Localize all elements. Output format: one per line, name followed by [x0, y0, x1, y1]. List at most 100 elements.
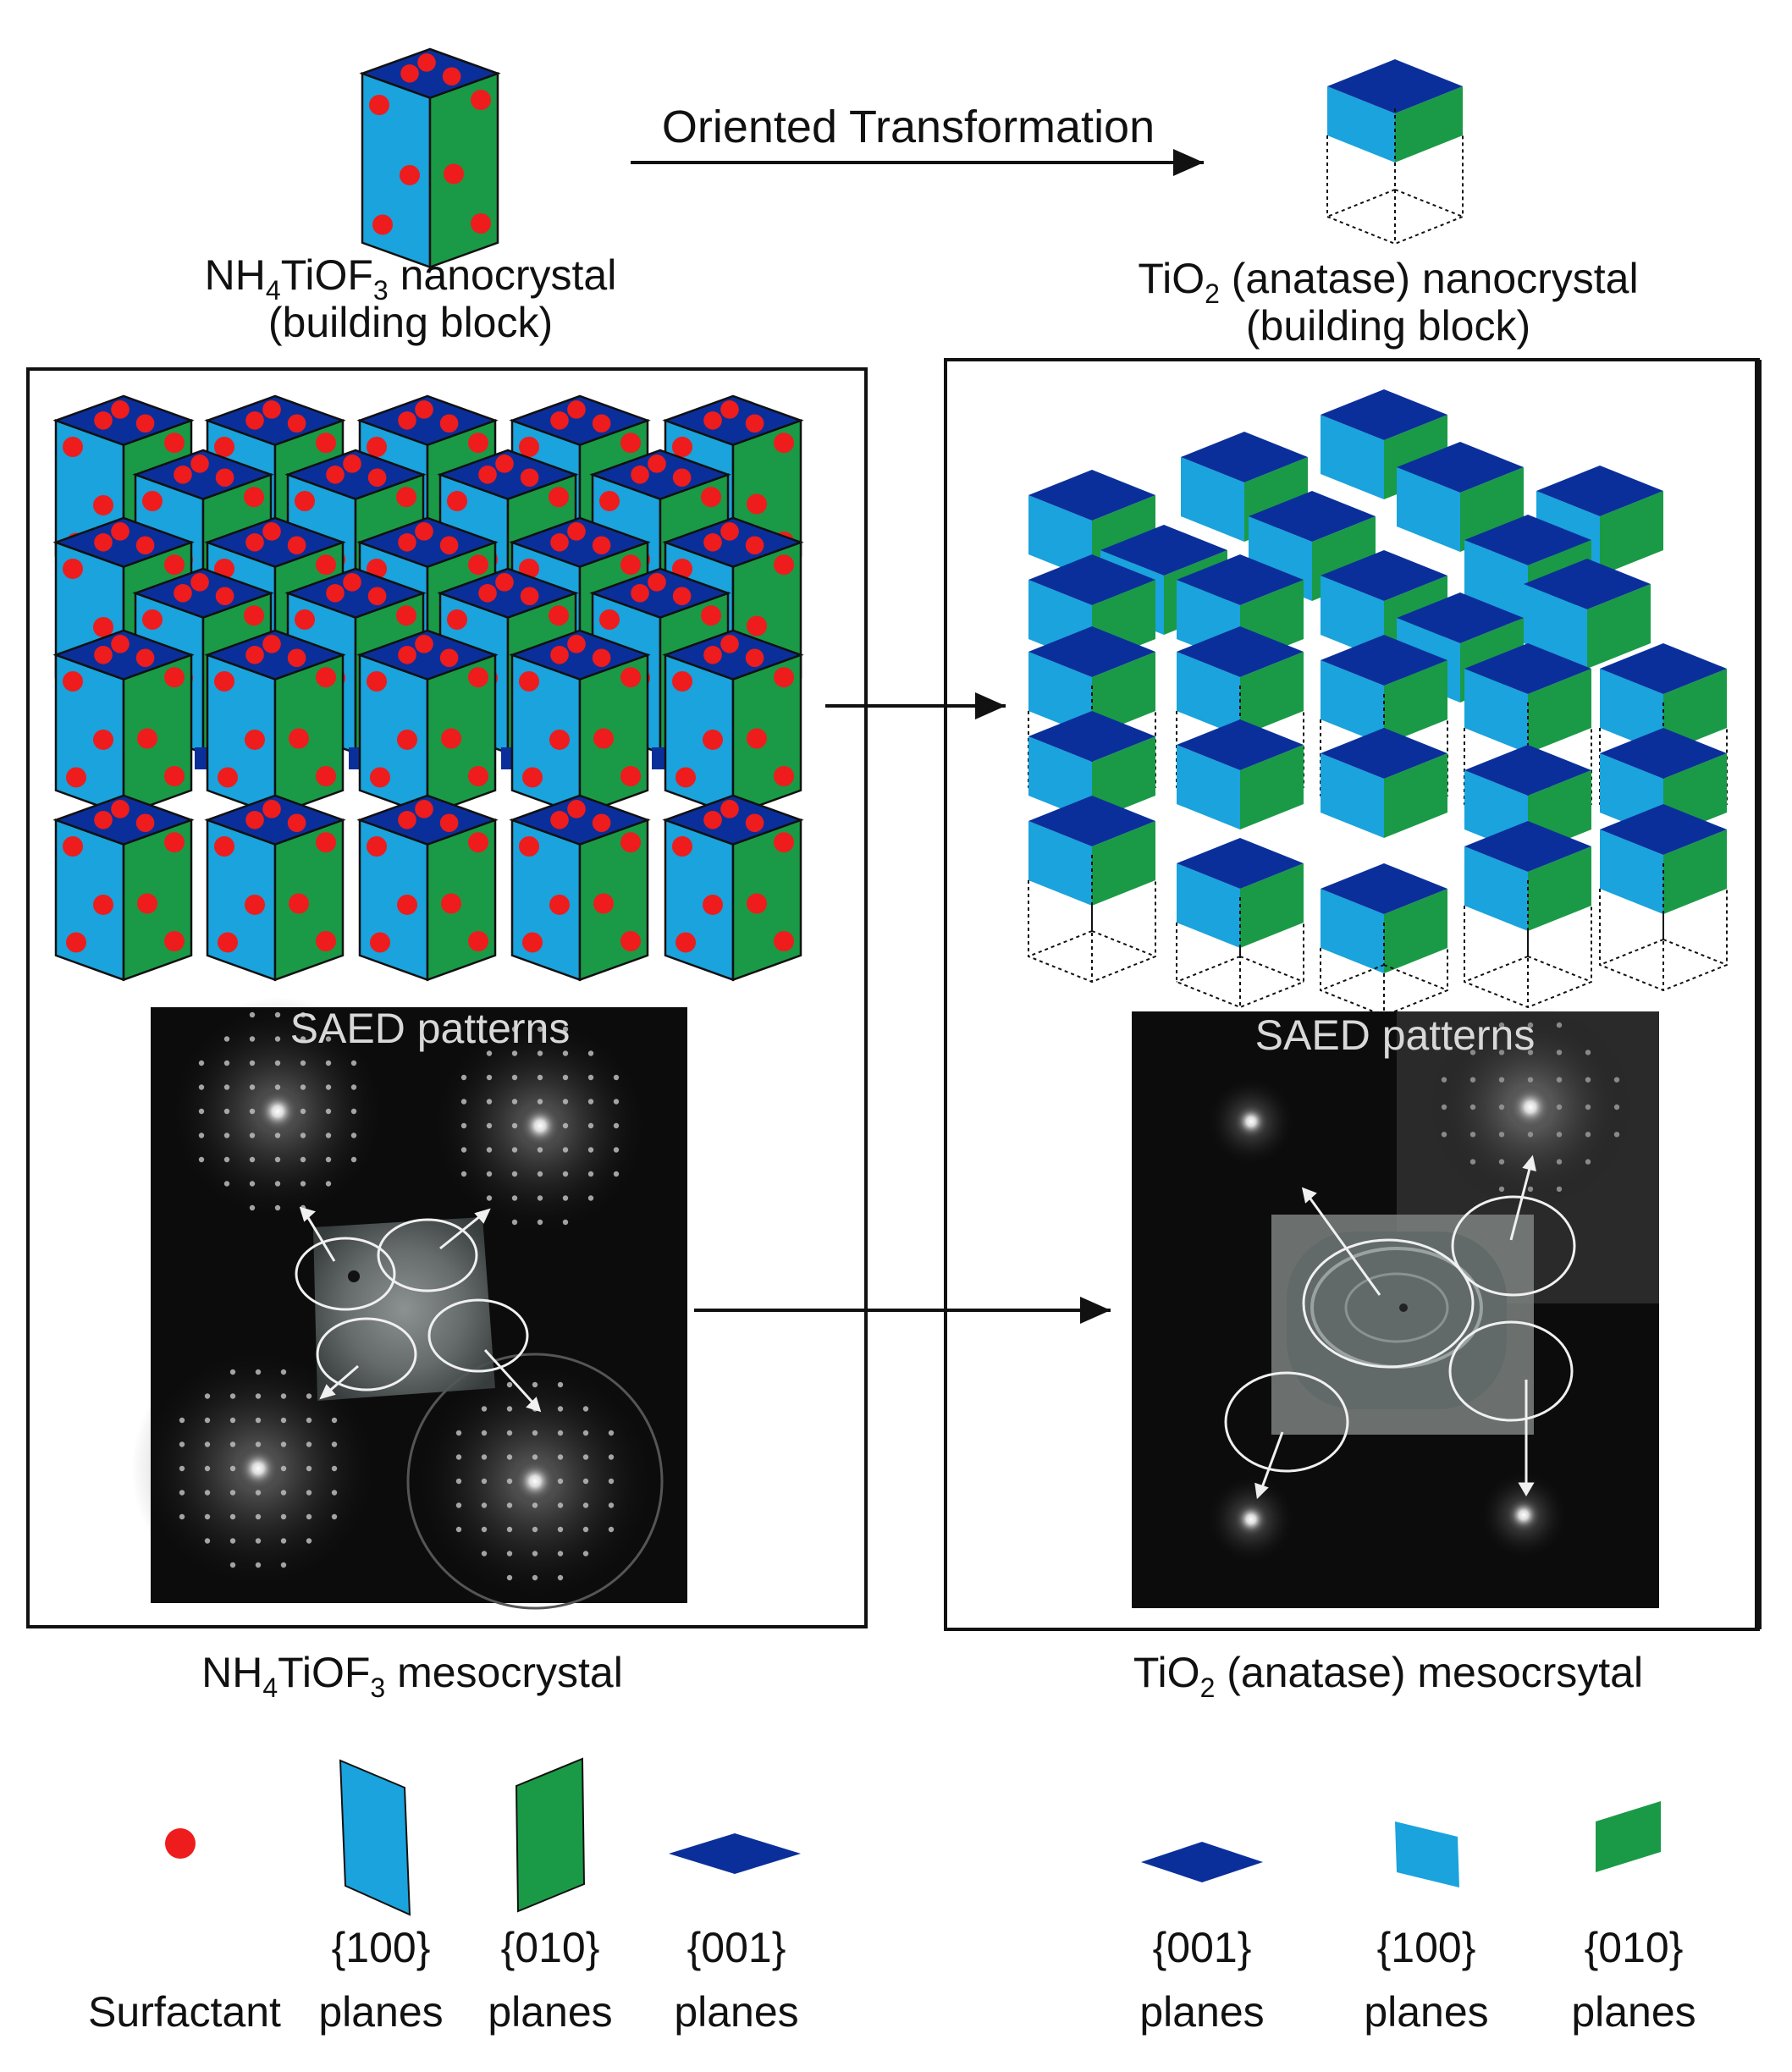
surfactant-dot	[567, 522, 586, 541]
diffraction-spot	[229, 1393, 236, 1399]
diffraction-spot	[1441, 1077, 1447, 1083]
face-001	[1028, 796, 1155, 846]
face-010	[1395, 86, 1463, 163]
surfactant-dot	[63, 437, 83, 457]
diffraction-spot	[306, 1417, 312, 1424]
diffraction-spot	[280, 1465, 287, 1472]
face-001	[52, 394, 195, 446]
diffraction-spot	[1469, 1050, 1476, 1055]
face-001	[1464, 745, 1591, 796]
diffraction-spot	[204, 1465, 211, 1472]
legend-010-planes-label: planes	[488, 1988, 612, 2036]
face-010	[1384, 660, 1447, 745]
diffraction-spot	[506, 1551, 513, 1557]
diffraction-spot	[255, 1393, 262, 1399]
tio2-building-block-caption: (building block)	[1246, 302, 1530, 350]
surfactant-dot	[519, 437, 539, 457]
diffraction-spot	[198, 1156, 205, 1163]
surfactant-dot	[522, 767, 543, 788]
diffraction-spot	[1585, 1159, 1591, 1165]
face-001	[1327, 59, 1463, 113]
surfactant-dot	[93, 494, 113, 515]
diffraction-spot	[350, 1132, 357, 1138]
surfactant-dot	[672, 836, 692, 857]
diffraction-spot	[1585, 1104, 1591, 1110]
diffraction-spot	[587, 1050, 594, 1056]
diffraction-spot	[325, 1156, 332, 1163]
diffraction-spot	[1613, 1132, 1620, 1138]
surfactant-dot-icon	[165, 1828, 196, 1859]
surfactant-dot	[747, 893, 767, 914]
surfactant-dot	[567, 800, 586, 818]
diffraction-spot	[274, 1204, 281, 1211]
diffraction-spot	[486, 1147, 493, 1153]
diffraction-spot	[506, 1406, 513, 1412]
surfactant-dot	[66, 767, 86, 788]
legend-100-label: {100}	[332, 1924, 431, 1971]
surfactant-dot	[164, 667, 185, 688]
ghost-edge	[1527, 956, 1592, 983]
surfactant-dot	[520, 587, 539, 606]
diffraction-spot	[557, 1430, 564, 1436]
diffraction-spot	[1498, 1132, 1505, 1138]
surfactant-dot	[703, 533, 722, 552]
diffraction-spot	[249, 1204, 256, 1211]
diffraction-spot	[306, 1538, 312, 1544]
face-001	[1177, 554, 1304, 605]
diffraction-spot	[179, 1490, 185, 1496]
surfactant-dot	[316, 667, 336, 688]
surfactant-dot	[295, 609, 315, 630]
diffraction-spot	[1469, 1159, 1476, 1165]
face-001	[1321, 389, 1447, 440]
diffraction-spot	[537, 1074, 543, 1081]
diffraction-spot	[306, 1465, 312, 1472]
legend-001-planes-label: planes	[674, 1988, 798, 2036]
diffraction-spot	[460, 1099, 467, 1105]
surfactant-dot	[468, 667, 488, 688]
plane-010-icon	[515, 1757, 586, 1913]
diffraction-spot	[481, 1478, 488, 1485]
diffraction-spot	[481, 1551, 488, 1557]
diffraction-spot	[229, 1465, 236, 1472]
surfactant-dot	[774, 554, 794, 576]
diffraction-spot	[532, 1381, 538, 1388]
diffraction-spot	[582, 1526, 589, 1533]
legend-r-100-planes-label: planes	[1364, 1988, 1488, 2036]
diffraction-spot	[613, 1099, 620, 1105]
face-010	[1663, 669, 1727, 753]
surfactant-dot	[447, 609, 467, 630]
ghost-edge	[1599, 939, 1664, 966]
surfactant-dot	[620, 667, 641, 688]
diffraction-spot	[537, 1147, 543, 1153]
diffraction-spot	[325, 1181, 332, 1187]
diffraction-spot	[486, 1171, 493, 1177]
surfactant-dot	[648, 455, 666, 473]
diffraction-spot	[557, 1502, 564, 1508]
diffraction-spot	[204, 1417, 211, 1424]
diffraction-spot	[557, 1454, 564, 1460]
surfactant-dot	[398, 811, 416, 829]
surfactant-dot	[326, 584, 345, 603]
surfactant-dot	[215, 587, 234, 606]
diffraction-spot	[511, 1050, 518, 1056]
surfactant-dot	[592, 648, 611, 668]
surfactant-dot	[774, 931, 794, 951]
diffraction-spot	[331, 1513, 338, 1520]
diffraction-spot	[306, 1393, 312, 1399]
diffraction-spot	[1556, 1132, 1563, 1138]
face-100	[1321, 415, 1384, 499]
diffraction-spot	[532, 1430, 538, 1436]
surfactant-dot	[592, 536, 611, 555]
surfactant-dot	[468, 832, 488, 853]
diffraction-spot	[1527, 1077, 1534, 1083]
diffraction-spot	[562, 1195, 569, 1201]
legend-r-010-label: {010}	[1585, 1924, 1684, 1971]
surfactant-dot	[137, 893, 157, 914]
diffraction-spot	[280, 1538, 287, 1544]
diffraction-spot	[557, 1381, 564, 1388]
diffraction-spot	[506, 1381, 513, 1388]
legend-right: {001} {100} {010} planes planes planes	[1139, 1801, 1696, 2036]
surfactant-dot	[593, 728, 614, 749]
surfactant-dot	[415, 522, 433, 541]
